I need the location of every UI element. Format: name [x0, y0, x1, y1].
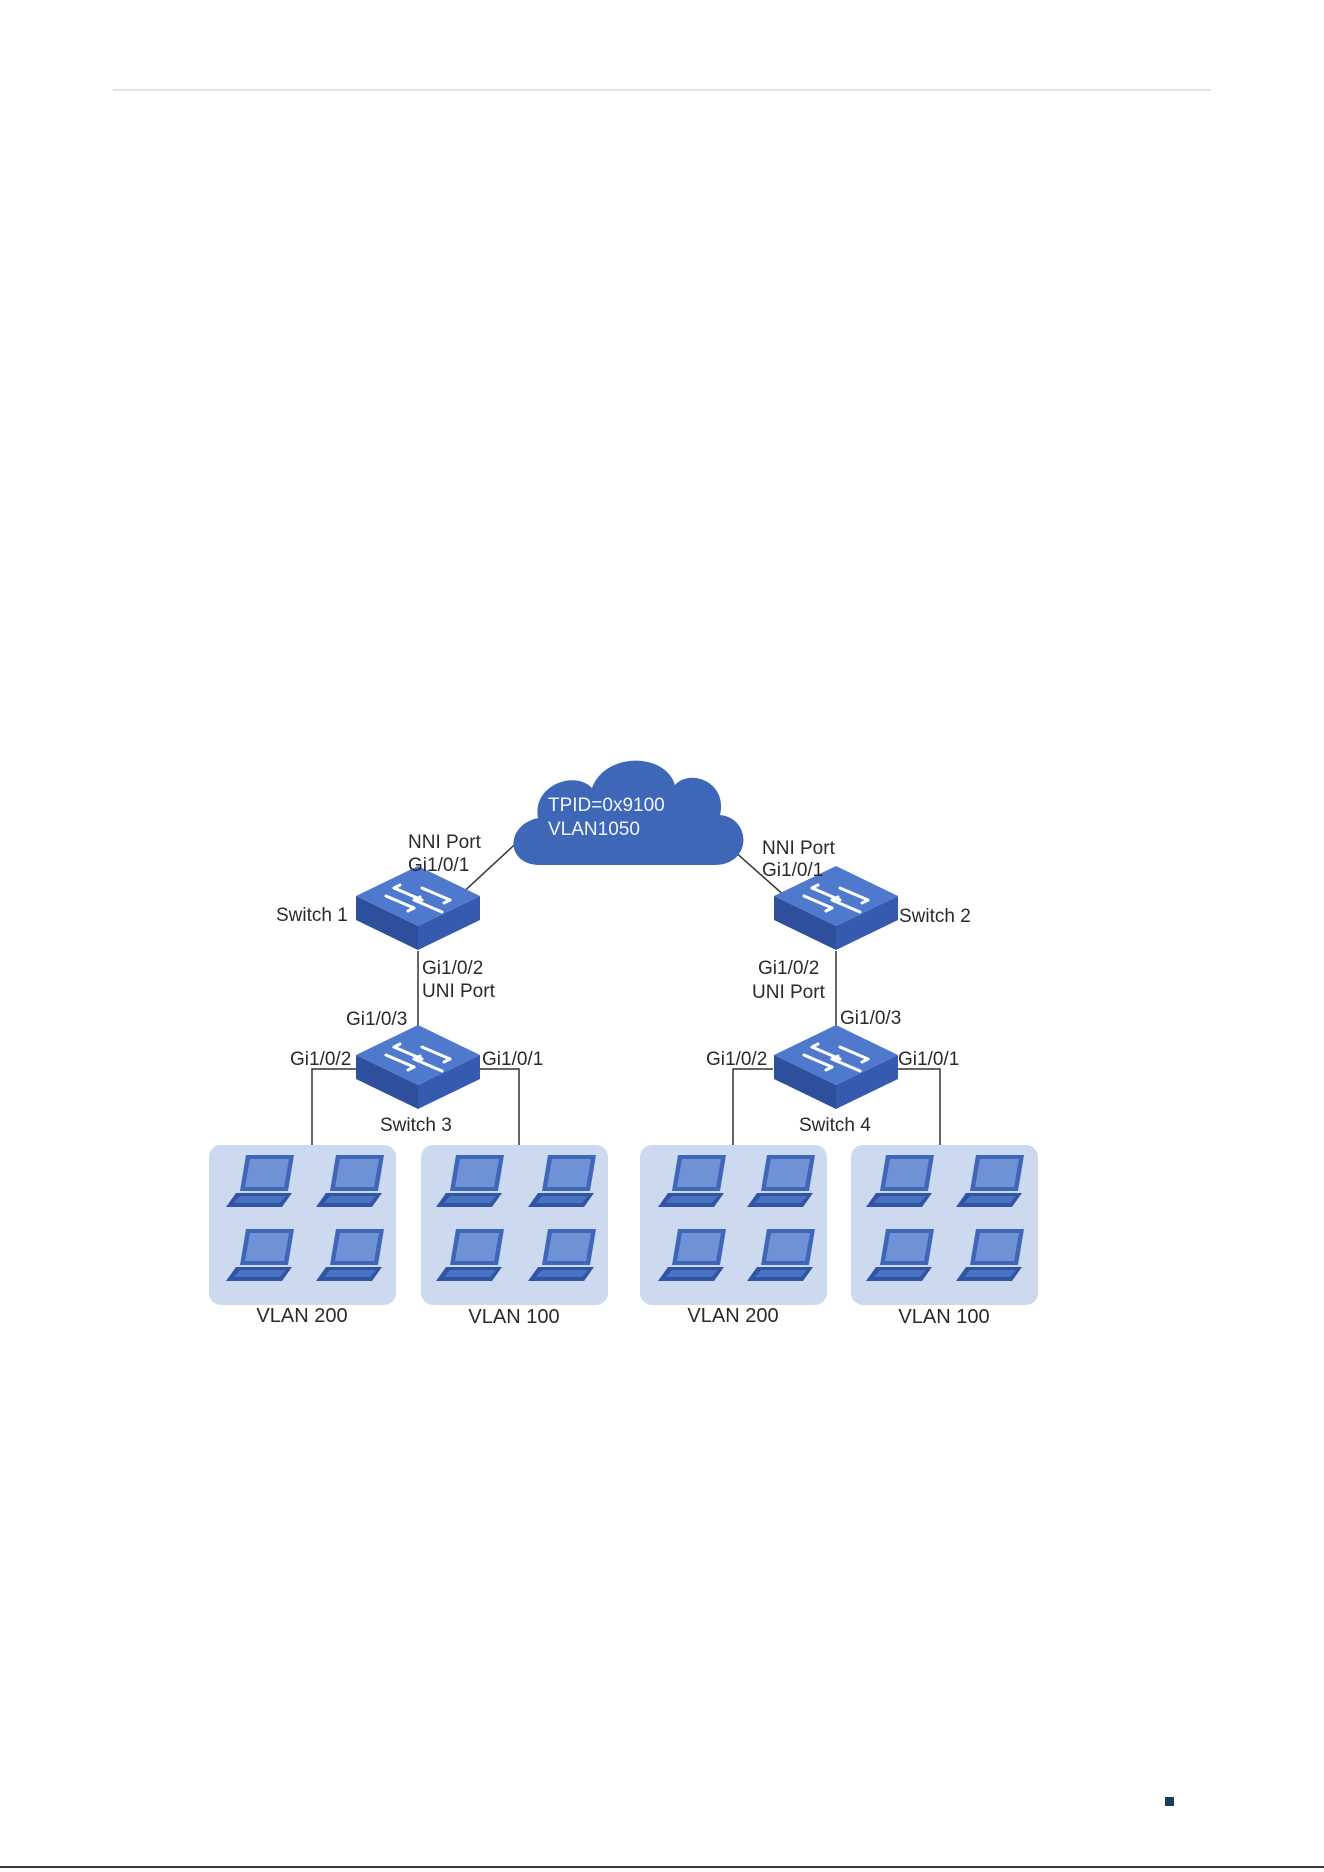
cloud-vlan-label: VLAN1050 — [548, 819, 640, 840]
host-group-2-label: VLAN 100 — [468, 1306, 559, 1328]
switch2-uni-port-label: UNI Port — [752, 982, 826, 1003]
switch1-uni-gi-label: Gi1/0/2 — [422, 958, 483, 979]
switch2-label: Switch 2 — [899, 906, 971, 927]
switch4-left-port-label: Gi1/0/2 — [706, 1049, 767, 1070]
switch4-right-port-label: Gi1/0/1 — [898, 1049, 959, 1070]
switch4-icon — [774, 1025, 898, 1109]
link-switch3-right — [476, 1069, 519, 1145]
switch3-right-port-label: Gi1/0/1 — [482, 1049, 543, 1070]
switch2-nni-port-label: NNI Port — [762, 838, 836, 859]
cloud-tpid-label: TPID=0x9100 — [548, 795, 665, 816]
footer-rule — [0, 1866, 1324, 1868]
switch3-label: Switch 3 — [380, 1115, 452, 1136]
switch1-nni-gi-label: Gi1/0/1 — [408, 855, 469, 876]
page-marker — [1165, 1797, 1174, 1806]
host-group-4 — [851, 1145, 1038, 1305]
switch4-up-port-label: Gi1/0/3 — [840, 1008, 901, 1029]
switch1-uni-port-label: UNI Port — [422, 981, 496, 1002]
switch2-uni-gi-label: Gi1/0/2 — [758, 958, 819, 979]
switch1-icon — [356, 866, 480, 950]
switch3-icon — [356, 1025, 480, 1109]
switch1-label: Switch 1 — [276, 905, 348, 926]
link-switch4-left — [733, 1069, 773, 1145]
host-group-1 — [209, 1145, 396, 1305]
switch2-nni-gi-label: Gi1/0/1 — [762, 860, 823, 881]
cloud-icon: TPID=0x9100 VLAN1050 — [513, 761, 743, 865]
host-group-3 — [640, 1145, 827, 1305]
switch3-up-port-label: Gi1/0/3 — [346, 1009, 407, 1030]
host-group-2 — [421, 1145, 608, 1305]
link-switch4-right — [892, 1069, 940, 1145]
host-group-3-label: VLAN 200 — [687, 1305, 778, 1327]
link-switch3-left — [312, 1069, 361, 1145]
switch1-nni-port-label: NNI Port — [408, 832, 482, 853]
host-group-4-label: VLAN 100 — [898, 1306, 989, 1328]
switch3-left-port-label: Gi1/0/2 — [290, 1049, 351, 1070]
switch4-label: Switch 4 — [799, 1115, 871, 1136]
host-group-1-label: VLAN 200 — [256, 1305, 347, 1327]
